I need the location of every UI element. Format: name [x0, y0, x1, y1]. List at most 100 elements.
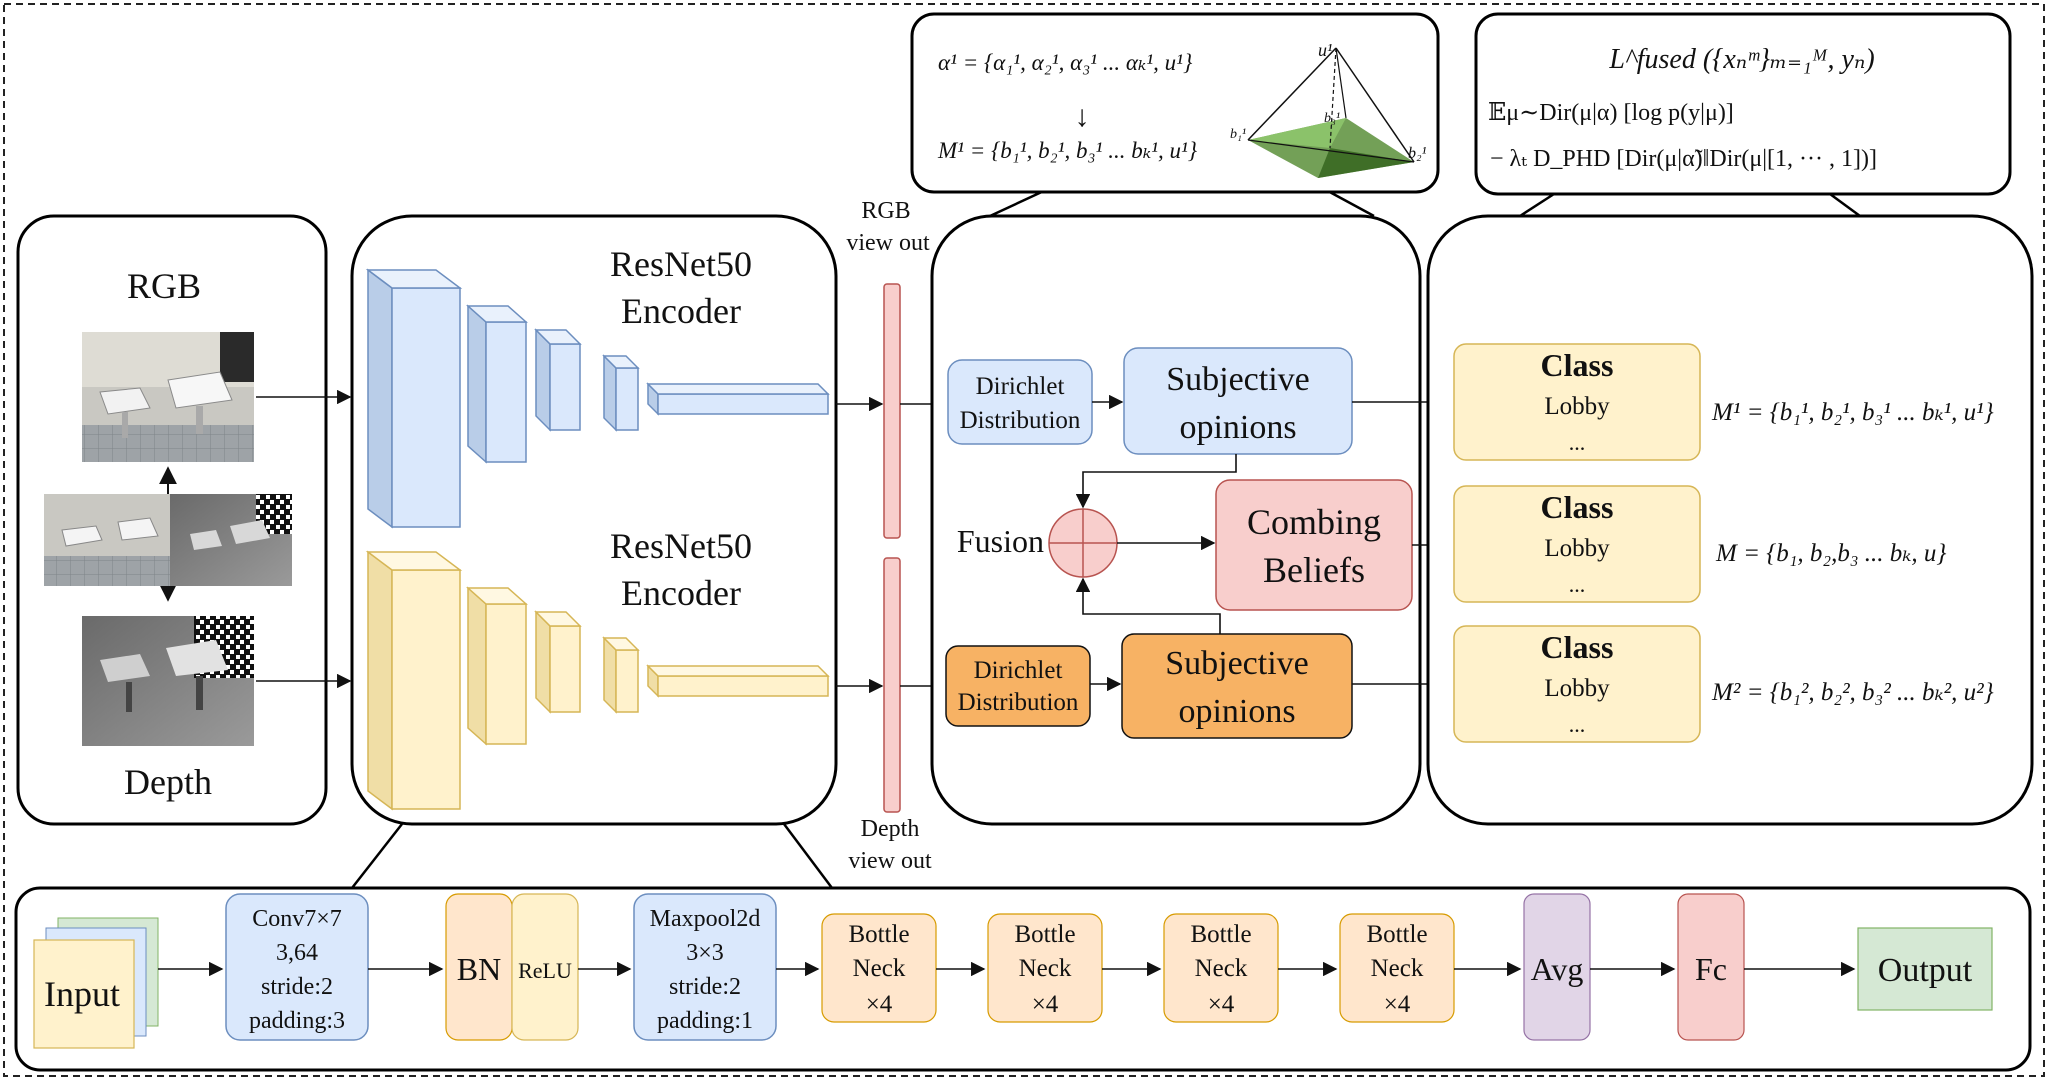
maxpool-line2: 3×3	[686, 940, 724, 966]
bottleneck-line1: Bottle	[1190, 921, 1251, 948]
maxpool-line1: Maxpool2d	[650, 906, 761, 932]
depth-subjective-opinions-box	[1121, 633, 1353, 739]
opinion-callout: α¹ = {α₁¹, α₂¹, α₃¹ ... αₖ¹, u¹} ↓ M¹ = …	[910, 12, 1440, 218]
rgb-dirichlet-line2: Distribution	[960, 407, 1081, 434]
encoder-detail-connector-left	[351, 823, 403, 889]
bottleneck-line2: Neck	[1371, 955, 1424, 982]
simplex-vertex-top: u¹	[1318, 40, 1332, 60]
class-panel: Class Lobby ... M¹ = {b₁¹, b₂¹, b₃¹ ... …	[1426, 214, 2034, 826]
loss-line3: − λₜ D_PHD [Dir(μ|α̃)‖Dir(μ|[1, ··· , 1]…	[1490, 146, 1877, 172]
rgb-opinion-line1: Subjective	[1166, 361, 1310, 398]
bottleneck-line2: Neck	[1195, 955, 1248, 982]
combining-line1: Combing	[1247, 502, 1381, 542]
avg-block	[1523, 893, 1591, 1041]
combining-line2: Beliefs	[1263, 550, 1365, 590]
rgb-subjective-opinions-box	[1123, 347, 1353, 455]
bottleneck-line1: Bottle	[1366, 921, 1427, 948]
depth-view-out-line1: Depth	[861, 816, 920, 842]
depth-dirichlet-line1: Dirichlet	[974, 657, 1063, 684]
resnet-pipeline-panel: Input Conv7×7 3,64 stride:2 padding:3 BN…	[14, 886, 2032, 1072]
bottleneck-block-4: Bottle Neck ×4	[1339, 913, 1455, 1023]
class-more: ...	[1569, 572, 1586, 597]
output-block	[1857, 927, 1993, 1011]
input-stack: Input	[33, 917, 159, 1049]
class-item: Lobby	[1544, 535, 1610, 562]
fusion-panel: Dirichlet Distribution Subjective opinio…	[930, 214, 1422, 826]
conv-line4: padding:3	[249, 1008, 345, 1034]
maxpool-line4: padding:1	[657, 1008, 753, 1034]
depth-view-out-line2: view out	[848, 848, 932, 874]
conv-line2: 3,64	[276, 940, 318, 966]
bn-label: BN	[457, 951, 501, 987]
fc-label: Fc	[1695, 951, 1727, 987]
m-formula: M¹ = {b₁¹, b₂¹, b₃¹ ... bₖ¹, u¹}	[937, 138, 1197, 163]
encoder-panel: ResNet50 Encoder ResNet50 Encoder	[350, 214, 838, 826]
class-more: ...	[1569, 712, 1586, 737]
simplex-figure: u¹ b₁¹ b₃¹ b₂¹	[1230, 40, 1427, 178]
rgb-label: RGB	[127, 266, 201, 306]
depth-label: Depth	[124, 762, 212, 802]
depth-encoder-label-line1: ResNet50	[610, 526, 752, 566]
bottleneck-block-3: Bottle Neck ×4	[1163, 913, 1279, 1023]
class-title: Class	[1541, 489, 1614, 525]
class-formula: M¹ = {b₁¹, b₂¹, b₃¹ ... bₖ¹, u¹}	[1711, 399, 1994, 426]
rgb-encoder-label-line1: ResNet50	[610, 244, 752, 284]
output-label: Output	[1878, 952, 1973, 989]
bottleneck-line2: Neck	[853, 955, 906, 982]
class-box-fused: Class Lobby ... M = {b₁, b₂,b₃ ... bₖ, u…	[1453, 485, 1946, 603]
rgb-opinion-line2: opinions	[1179, 409, 1296, 446]
bottleneck-line3: ×4	[1384, 991, 1411, 1018]
bottleneck-line1: Bottle	[848, 921, 909, 948]
bottleneck-line3: ×4	[1032, 991, 1059, 1018]
class-item: Lobby	[1544, 675, 1610, 702]
depth-image	[82, 616, 254, 746]
avg-label: Avg	[1531, 951, 1584, 987]
depth-view-out: Depth view out	[848, 557, 932, 874]
combining-beliefs-box	[1215, 479, 1413, 611]
bottleneck-line3: ×4	[866, 991, 893, 1018]
class-box-depth: Class Lobby ... M² = {b₁², b₂², b₃² ... …	[1453, 625, 1994, 743]
fusion-label: Fusion	[957, 523, 1044, 559]
fc-block	[1677, 893, 1745, 1041]
loss-line2: 𝔼μ∼Dir(μ|α) [log p(y|μ)]	[1488, 100, 1734, 126]
input-label: Input	[44, 974, 120, 1014]
loss-line1: L^fused ({xₙᵐ}ₘ₌₁ᴹ, yₙ)	[1608, 44, 1874, 75]
rgb-depth-pair-image	[44, 494, 292, 586]
bottleneck-block-2: Bottle Neck ×4	[987, 913, 1103, 1023]
depth-dirichlet-line2: Distribution	[958, 689, 1079, 716]
class-title: Class	[1541, 347, 1614, 383]
rgb-encoder-blocks	[365, 268, 830, 529]
depth-dirichlet-box	[945, 645, 1091, 727]
depth-opinion-line2: opinions	[1178, 693, 1295, 730]
maxpool-line3: stride:2	[669, 974, 741, 1000]
conv-block	[225, 893, 369, 1041]
relu-label: ReLU	[518, 958, 572, 983]
rgb-view-out-line1: RGB	[861, 198, 910, 224]
bottleneck-line1: Bottle	[1014, 921, 1075, 948]
bottleneck-line2: Neck	[1019, 955, 1072, 982]
fusion-node	[1048, 508, 1118, 578]
depth-encoder-label-line2: Encoder	[621, 573, 741, 613]
simplex-vertex-right: b₂¹	[1408, 145, 1427, 162]
relu-block	[511, 893, 579, 1041]
rgb-dirichlet-line1: Dirichlet	[976, 373, 1065, 400]
alpha-formula: α¹ = {α₁¹, α₂¹, α₃¹ ... αₖ¹, u¹}	[938, 50, 1192, 75]
class-more: ...	[1569, 430, 1586, 455]
outer-dashed-frame	[3, 3, 2045, 1077]
maxpool-block	[633, 893, 777, 1041]
simplex-vertex-left: b₁¹	[1230, 127, 1246, 142]
rgb-view-out: RGB view out	[846, 198, 930, 539]
bottleneck-line3: ×4	[1208, 991, 1235, 1018]
rgb-view-out-line2: view out	[846, 230, 930, 256]
rgb-encoder-label-line2: Encoder	[621, 291, 741, 331]
depth-encoder-blocks	[365, 550, 830, 811]
bottleneck-block-1: Bottle Neck ×4	[821, 913, 937, 1023]
class-title: Class	[1541, 629, 1614, 665]
encoder-detail-connector-right	[783, 823, 833, 889]
loss-callout: L^fused ({xₙᵐ}ₘ₌₁ᴹ, yₙ) 𝔼μ∼Dir(μ|α) [log…	[1474, 12, 2012, 218]
alpha-to-m-arrow: ↓	[1075, 100, 1090, 133]
class-formula: M² = {b₁², b₂², b₃² ... bₖ², u²}	[1711, 679, 1994, 706]
conv-line1: Conv7×7	[252, 906, 342, 932]
rgb-image	[82, 332, 254, 462]
